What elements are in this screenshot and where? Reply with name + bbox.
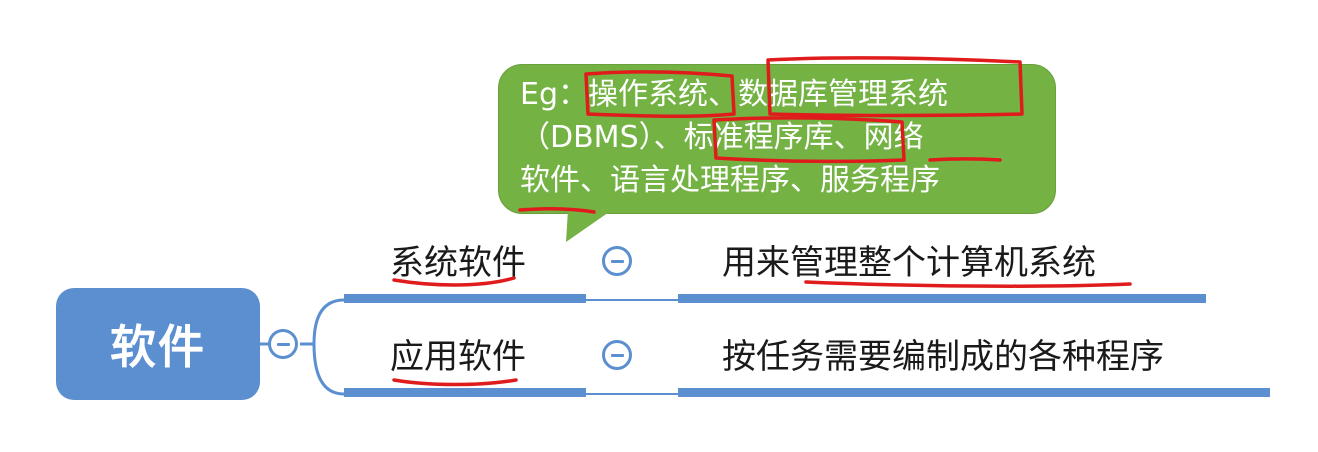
branch-underline-application-software	[344, 388, 586, 397]
branch-underline-system-software	[344, 294, 586, 303]
underline-network	[928, 157, 1002, 162]
underline-software-callout	[518, 206, 596, 214]
system-software-collapse-button[interactable]	[602, 246, 632, 276]
system-software-description[interactable]: 用来管理整个计算机系统	[722, 243, 1096, 283]
application-software-description[interactable]: 按任务需要编制成的各种程序	[722, 337, 1164, 377]
underline-manage-system	[804, 280, 1132, 288]
underline-system-software	[392, 276, 516, 287]
description-underline-system-software	[678, 294, 1206, 303]
branch-label-system-software[interactable]: 系统软件	[390, 243, 526, 283]
root-node-label: 软件	[110, 320, 206, 374]
root-node-software[interactable]: 软件	[56, 288, 260, 400]
branch-label-application-software[interactable]: 应用软件	[390, 337, 526, 377]
collapse-minus-icon	[610, 259, 624, 263]
callout-line-2: （DBMS）、标准程序库、网络	[520, 120, 924, 155]
collapse-minus-icon	[610, 353, 624, 357]
description-underline-application-software	[678, 388, 1270, 397]
application-software-collapse-button[interactable]	[602, 340, 632, 370]
collapse-minus-icon	[276, 342, 290, 346]
box-dbms	[766, 56, 1024, 118]
callout-line-3: 软件、语言处理程序、服务程序	[520, 163, 940, 198]
box-os	[584, 70, 736, 119]
box-standard-library	[712, 116, 906, 164]
example-callout	[498, 64, 1056, 214]
root-collapse-button[interactable]	[268, 329, 298, 359]
branch-connector	[300, 298, 345, 396]
underline-application-software	[392, 378, 518, 387]
